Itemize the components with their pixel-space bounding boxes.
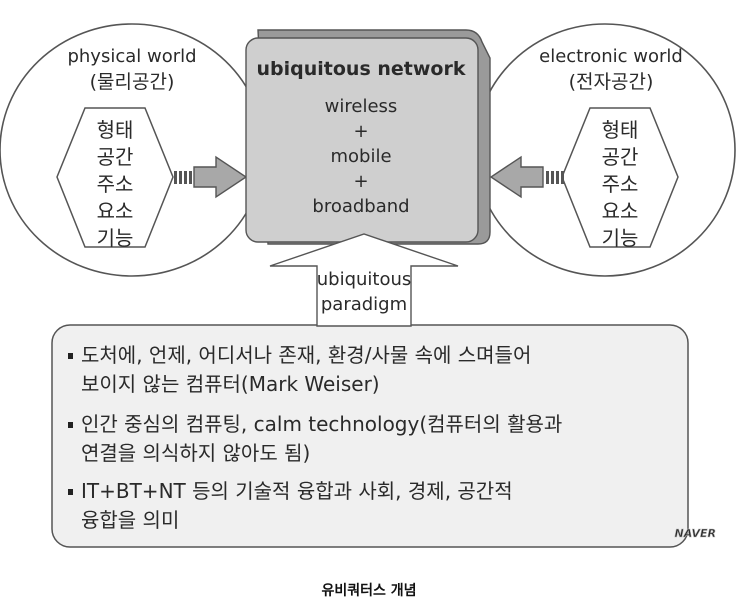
electronic-world-item: 공간 [602, 145, 639, 169]
bullet-marker [68, 353, 73, 359]
physical-world-item: 형태 [97, 118, 134, 142]
network-title: ubiquitous network [257, 58, 466, 80]
paradigm-arrow: ubiquitous paradigm [269, 233, 459, 327]
physical-world-hexagon [56, 107, 174, 248]
bullet-line: 도처에, 언제, 어디서나 존재, 환경/사물 속에 스며들어 [81, 343, 531, 367]
paradigm-label-line: ubiquitous [317, 269, 412, 290]
physical-world-subtitle: (물리공간) [90, 71, 175, 93]
physical-world-item: 공간 [97, 145, 134, 169]
description-bullets: 도처에, 언제, 어디서나 존재, 환경/사물 속에 스며들어 보이지 않는 컴… [68, 343, 562, 532]
electronic-world-item: 형태 [602, 118, 639, 142]
electronic-world-node: electronic world (전자공간) 형태 공간 주소 요소 기능 [474, 23, 736, 277]
left-arrow [174, 155, 248, 199]
bullet-line: 인간 중심의 컴퓨팅, calm technology(컴퓨터의 활용과 [81, 412, 562, 436]
paradigm-label-line: paradigm [321, 294, 407, 315]
bullet-line: 보이지 않는 컴퓨터(Mark Weiser) [81, 372, 380, 396]
bullet-line: 연결을 의식하지 않아도 됨) [81, 441, 310, 465]
physical-world-node: physical world (물리공간) 형태 공간 주소 요소 기능 [0, 23, 265, 277]
electronic-world-item: 주소 [602, 172, 639, 196]
naver-watermark: NAVER [675, 527, 716, 540]
bullet-line: 융합을 의미 [81, 508, 179, 532]
electronic-world-title: electronic world [539, 46, 683, 67]
figure-caption: 유비쿼터스 개념 [321, 583, 417, 599]
electronic-world-item: 기능 [602, 226, 639, 250]
physical-world-item: 기능 [97, 226, 134, 250]
network-line: + [353, 121, 368, 142]
bullet-marker [68, 422, 73, 428]
physical-world-title: physical world [67, 46, 196, 67]
network-line: mobile [330, 146, 391, 167]
ubiquitous-network-box: ubiquitous network wireless + mobile + b… [245, 29, 491, 245]
bullet-line: IT+BT+NT 등의 기술적 융합과 사회, 경제, 공간적 [81, 479, 513, 503]
network-line: + [353, 171, 368, 192]
paradigm-arrow-shape [269, 233, 459, 327]
network-line: broadband [312, 196, 409, 217]
bullet-marker [68, 489, 73, 495]
physical-world-item: 주소 [97, 172, 134, 196]
physical-world-item: 요소 [97, 199, 134, 223]
right-arrow [489, 155, 564, 199]
electronic-world-subtitle: (전자공간) [569, 71, 654, 93]
network-line: wireless [325, 96, 398, 117]
electronic-world-item: 요소 [602, 199, 639, 223]
